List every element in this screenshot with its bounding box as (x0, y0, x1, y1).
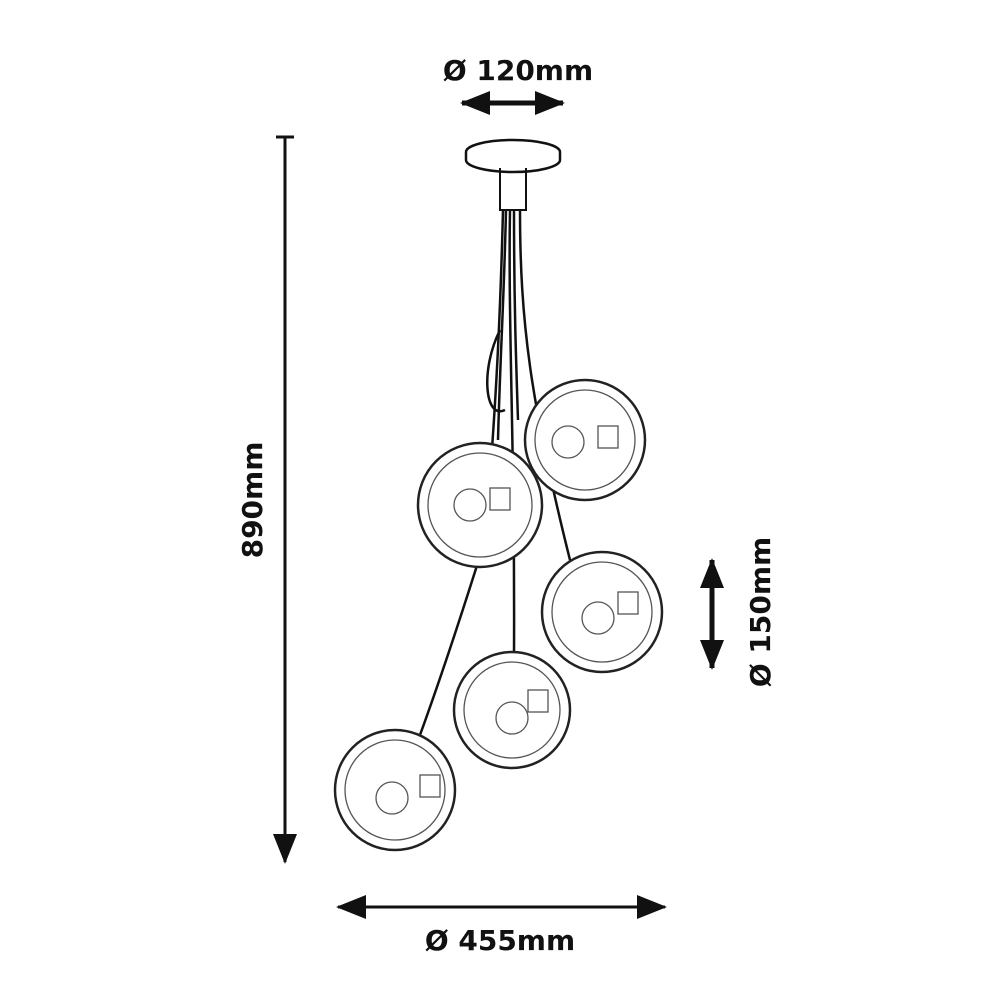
canopy-diameter-label: Ø 120mm (443, 54, 593, 87)
globe-1 (523, 378, 647, 502)
globes (333, 378, 664, 852)
globe-diameter-label: Ø 150mm (744, 537, 777, 687)
globe-2 (416, 441, 544, 569)
globe-5 (333, 728, 457, 852)
globe-3 (540, 550, 664, 674)
globe-4 (452, 650, 572, 770)
width-diameter-label: Ø 455mm (425, 924, 575, 957)
height-label: 890mm (236, 442, 269, 559)
ceiling-canopy (464, 138, 562, 211)
